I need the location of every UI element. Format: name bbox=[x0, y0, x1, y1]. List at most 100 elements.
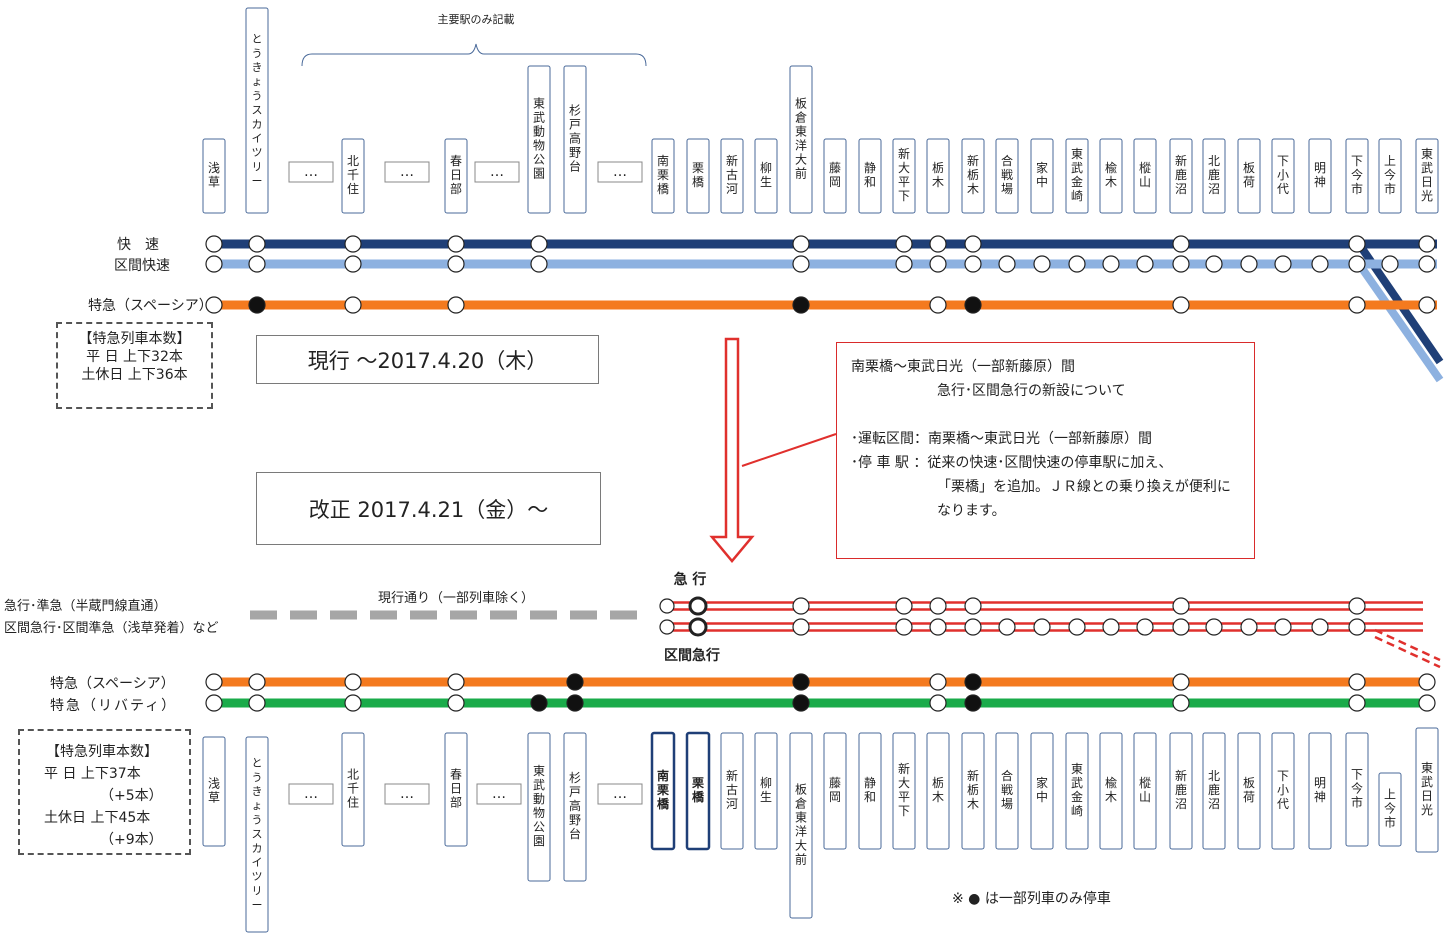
rapid-stop bbox=[248, 235, 266, 253]
current-count-holiday: 土休日 上下36本 bbox=[81, 367, 188, 383]
info-route-line: ･運転区間：南栗橋～東武日光（一部新藤原）間 bbox=[851, 431, 1152, 447]
spacia-stop-revised bbox=[1348, 673, 1366, 691]
cur-station-box bbox=[1237, 138, 1261, 214]
cur-station-label: 新古河 bbox=[726, 153, 738, 196]
rev-station-box bbox=[341, 732, 365, 847]
cur-station-label: 浅草 bbox=[208, 161, 220, 189]
express-stop bbox=[792, 597, 810, 615]
cur-station-box bbox=[823, 138, 847, 214]
cur-station-label: 新鹿沼 bbox=[1175, 153, 1187, 196]
cur-station-box bbox=[527, 65, 551, 214]
cur-station-box bbox=[1271, 138, 1295, 214]
section-express-stop bbox=[998, 618, 1016, 636]
rev-station-box bbox=[1133, 732, 1157, 850]
current-count-weekday: 平 日 上下32本 bbox=[86, 349, 183, 365]
rev-station-label: 新栃木 bbox=[967, 768, 979, 811]
liberty-stop bbox=[929, 694, 947, 712]
section-rapid-stop bbox=[205, 255, 223, 273]
cur-station-label: 静和 bbox=[864, 161, 876, 189]
info-stops-line-3: なります。 bbox=[937, 503, 1006, 519]
spacia-stop-current bbox=[1348, 296, 1366, 314]
rev-station-label: 板荷 bbox=[1243, 776, 1255, 804]
cur-station-label: 板倉東洋大前 bbox=[795, 97, 807, 181]
branch-dash-2 bbox=[1374, 635, 1441, 669]
spacia-stop-revised bbox=[1418, 673, 1436, 691]
rapid-stop bbox=[792, 235, 810, 253]
info-stops-line-2: 「栗橋」を追加。ＪＲ線との乗り換えが便利に bbox=[937, 479, 1231, 495]
rev-station-box bbox=[1065, 732, 1089, 850]
current-count-title: 【特急列車本数】 bbox=[78, 331, 191, 347]
section-rapid-stop bbox=[1068, 255, 1086, 273]
spacia-stop-revised bbox=[792, 673, 810, 691]
liberty-stop bbox=[344, 694, 362, 712]
section-express-stop bbox=[792, 618, 810, 636]
cur-station-box bbox=[245, 7, 269, 214]
section-rapid-stop bbox=[792, 255, 810, 273]
cur-station-box bbox=[1099, 138, 1123, 214]
cur-station-label: 板荷 bbox=[1243, 161, 1255, 189]
rapid-stop bbox=[447, 235, 465, 253]
section-rapid-stop bbox=[998, 255, 1016, 273]
cur-station-label: 東武金崎 bbox=[1071, 147, 1083, 203]
section-express-stop bbox=[1136, 618, 1154, 636]
cur-station-label: 明神 bbox=[1314, 161, 1326, 189]
major-stations-brace bbox=[301, 43, 647, 67]
cur-station-label: 栗橋 bbox=[692, 161, 704, 189]
rev-ellipsis-box bbox=[476, 783, 522, 805]
section-express-stop bbox=[1172, 618, 1190, 636]
info-stops-line: ･停 車 駅 ：従来の快速･区間快速の停車駅に加え、 bbox=[851, 455, 1173, 471]
section-express-stop bbox=[1311, 618, 1329, 636]
section-rapid-stop bbox=[964, 255, 982, 273]
section-express-stop bbox=[1205, 618, 1223, 636]
cur-station-label: 家中 bbox=[1036, 160, 1048, 189]
cur-ellipsis-box bbox=[474, 161, 520, 183]
rev-station-label: 浅草 bbox=[208, 777, 220, 805]
spacia-stop-current bbox=[1172, 296, 1190, 314]
rev-station-label: 東武動物公園 bbox=[533, 764, 545, 848]
section-rapid-label: 区間快速 bbox=[114, 258, 170, 274]
section-rapid-stop bbox=[895, 255, 913, 273]
revised-count-holiday: 土休日 上下45本 bbox=[44, 810, 151, 826]
rev-station-box bbox=[1271, 732, 1295, 850]
cur-ellipsis-box bbox=[597, 161, 643, 183]
spacia-stop-current bbox=[964, 296, 982, 314]
express-stop bbox=[1172, 597, 1190, 615]
cur-station-box bbox=[961, 138, 985, 214]
rev-station-box bbox=[926, 732, 950, 850]
liberty-label: 特急（リバティ） bbox=[50, 698, 177, 714]
cur-station-label: 春日部 bbox=[450, 154, 462, 196]
cur-station-box bbox=[444, 138, 468, 214]
revised-period-label: 改正 2017.4.21（金）～ bbox=[308, 497, 549, 522]
spacia-stop-revised bbox=[964, 673, 982, 691]
cur-station-label: 上今市 bbox=[1384, 154, 1396, 196]
rev-station-label: 下今市 bbox=[1351, 768, 1363, 810]
cur-station-label: とうきょうスカイツリー bbox=[252, 33, 263, 188]
section-rapid-stop bbox=[344, 255, 362, 273]
cur-station-label: 樅山 bbox=[1139, 161, 1151, 189]
rev-station-box bbox=[685, 731, 711, 851]
rev-station-label: 静和 bbox=[864, 776, 876, 804]
cur-station-box bbox=[720, 138, 744, 214]
asakusa-service-label: 区間急行･区間準急（浅草発着）など bbox=[4, 620, 219, 636]
spacia-stop-revised bbox=[205, 673, 223, 691]
liberty-stop bbox=[566, 694, 584, 712]
express-stop bbox=[895, 597, 913, 615]
info-title: 南栗橋～東武日光（一部新藤原）間 bbox=[851, 359, 1075, 375]
rev-ellipsis-box bbox=[597, 783, 643, 805]
rev-station-label: 新古河 bbox=[726, 768, 738, 811]
info-subtitle: 急行･区間急行の新設について bbox=[937, 383, 1126, 399]
rev-station-label: 東武日光 bbox=[1421, 761, 1433, 817]
cur-station-box bbox=[651, 138, 675, 214]
cur-station-label: 下今市 bbox=[1351, 154, 1363, 196]
section-express-origin-stop bbox=[659, 619, 675, 635]
cur-ellipsis-box bbox=[384, 161, 430, 183]
rapid-stop bbox=[929, 235, 947, 253]
section-rapid-stop bbox=[1033, 255, 1051, 273]
rev-station-box bbox=[245, 736, 269, 933]
spacia-stop-current bbox=[929, 296, 947, 314]
section-rapid-stop bbox=[530, 255, 548, 273]
rev-station-box bbox=[202, 736, 226, 847]
through-service-label: 急行･準急（半蔵門線直通） bbox=[4, 598, 167, 614]
revised-count-title: 【特急列車本数】 bbox=[46, 744, 158, 760]
